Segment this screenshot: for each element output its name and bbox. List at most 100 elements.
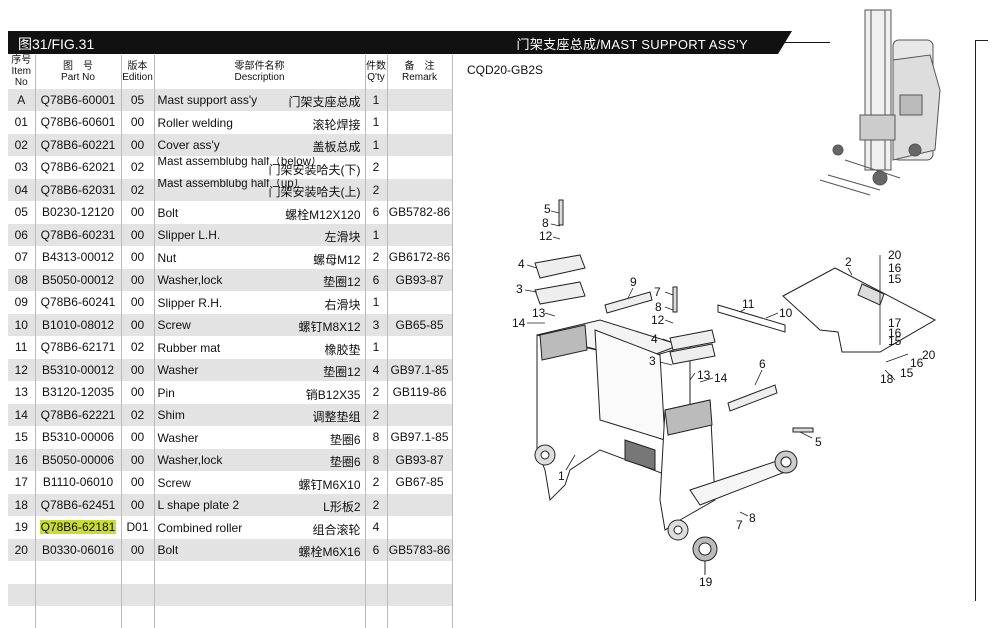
description-en: Washer,lock xyxy=(157,453,223,467)
description: Mast assemblubg half（below）门架安装哈夫(下) xyxy=(154,155,366,179)
quantity: 4 xyxy=(365,515,388,539)
part-no: Q78B6-60241 xyxy=(35,290,122,314)
callout-label: 16 xyxy=(888,326,902,340)
quantity: 2 xyxy=(365,380,388,404)
description-en: Pin xyxy=(157,385,175,400)
remark xyxy=(387,110,453,134)
quantity: 1 xyxy=(365,133,388,156)
remark xyxy=(387,155,453,179)
callout-label: 20 xyxy=(888,248,902,262)
edition: 00 xyxy=(121,223,155,246)
callout-label: 16 xyxy=(910,356,924,370)
remark: GB67-85 xyxy=(387,470,453,494)
callout-label: 8 xyxy=(655,300,662,314)
callout-label: 6 xyxy=(759,357,766,371)
bolts xyxy=(558,199,814,433)
description-cn: 门架安装哈夫(下) xyxy=(268,162,361,177)
item-no: 13 xyxy=(8,380,36,404)
description-cn: 滚轮焊接 xyxy=(312,117,361,132)
remark: GB5783-86 xyxy=(387,538,453,561)
quantity: 6 xyxy=(365,268,388,291)
edition xyxy=(121,605,155,628)
edition: 00 xyxy=(121,358,155,381)
description-cn: 螺栓M12X120 xyxy=(285,207,361,222)
item-no: 08 xyxy=(8,268,36,291)
callout-label: 7 xyxy=(654,285,661,299)
callout-label: 14 xyxy=(714,371,728,385)
quantity: 3 xyxy=(365,313,388,336)
edition: 00 xyxy=(121,290,155,314)
forklift-thumbnail xyxy=(819,9,941,196)
callout-label: 2 xyxy=(845,255,852,269)
description-cn: L形板2 xyxy=(323,500,361,514)
edition: 02 xyxy=(121,335,155,359)
edition: 00 xyxy=(121,538,155,561)
description-cn: 螺钉M6X10 xyxy=(298,477,361,492)
item-no: A xyxy=(8,88,36,111)
part-no: B1010-08012 xyxy=(35,313,122,336)
edition: 05 xyxy=(121,88,155,111)
item-no: 20 xyxy=(8,538,36,561)
part-no: Q78B6-62021 xyxy=(35,155,122,179)
remark: GB119-86 xyxy=(387,380,453,404)
description-en: Mast assemblubg half（below） xyxy=(157,156,323,168)
description-cn: 门架支座总成 xyxy=(288,95,361,109)
part-no: Q78B6-62451 xyxy=(35,493,122,516)
quantity xyxy=(365,560,388,584)
callout-label: 20 xyxy=(922,348,936,362)
edition: 02 xyxy=(121,403,155,426)
description-cn: 调整垫组 xyxy=(312,410,361,424)
slippers-and-mat xyxy=(604,291,786,412)
item-no: 09 xyxy=(8,290,36,314)
part-no: Q78B6-60221 xyxy=(35,133,122,156)
description-en: Rubber mat xyxy=(157,340,221,355)
part-no xyxy=(35,605,122,628)
remark xyxy=(387,335,453,359)
part-no: Q78B6-60001 xyxy=(35,88,122,111)
callout-label: 3 xyxy=(516,282,523,296)
callout-label: 4 xyxy=(518,257,525,271)
quantity: 2 xyxy=(365,470,388,494)
edition xyxy=(121,560,155,584)
item-no: 17 xyxy=(8,470,36,494)
description-en: Bolt xyxy=(157,205,179,220)
callout-label: 1 xyxy=(558,469,565,483)
quantity: 8 xyxy=(365,425,388,449)
callout-label: 16 xyxy=(888,261,902,275)
edition: 02 xyxy=(121,155,155,179)
quantity: 8 xyxy=(365,448,388,471)
quantity: 6 xyxy=(365,200,388,224)
item-no: 16 xyxy=(8,448,36,471)
remark: GB5782-86 xyxy=(387,200,453,224)
callout-label: 5 xyxy=(815,435,822,449)
remark: GB6172-86 xyxy=(387,245,453,269)
quantity: 1 xyxy=(365,88,388,111)
description-en: Slipper L.H. xyxy=(157,228,221,242)
description-cn: 左滑块 xyxy=(324,230,361,244)
callout-label: 12 xyxy=(651,313,665,327)
quantity: 1 xyxy=(365,223,388,246)
item-no: 04 xyxy=(8,178,36,201)
item-no: 15 xyxy=(8,425,36,449)
item-no: 12 xyxy=(8,358,36,381)
callout-label: 15 xyxy=(900,366,914,380)
cover-plate xyxy=(782,267,937,353)
item-no xyxy=(8,560,36,584)
description-en: Combined roller xyxy=(157,520,243,535)
description xyxy=(154,560,366,584)
